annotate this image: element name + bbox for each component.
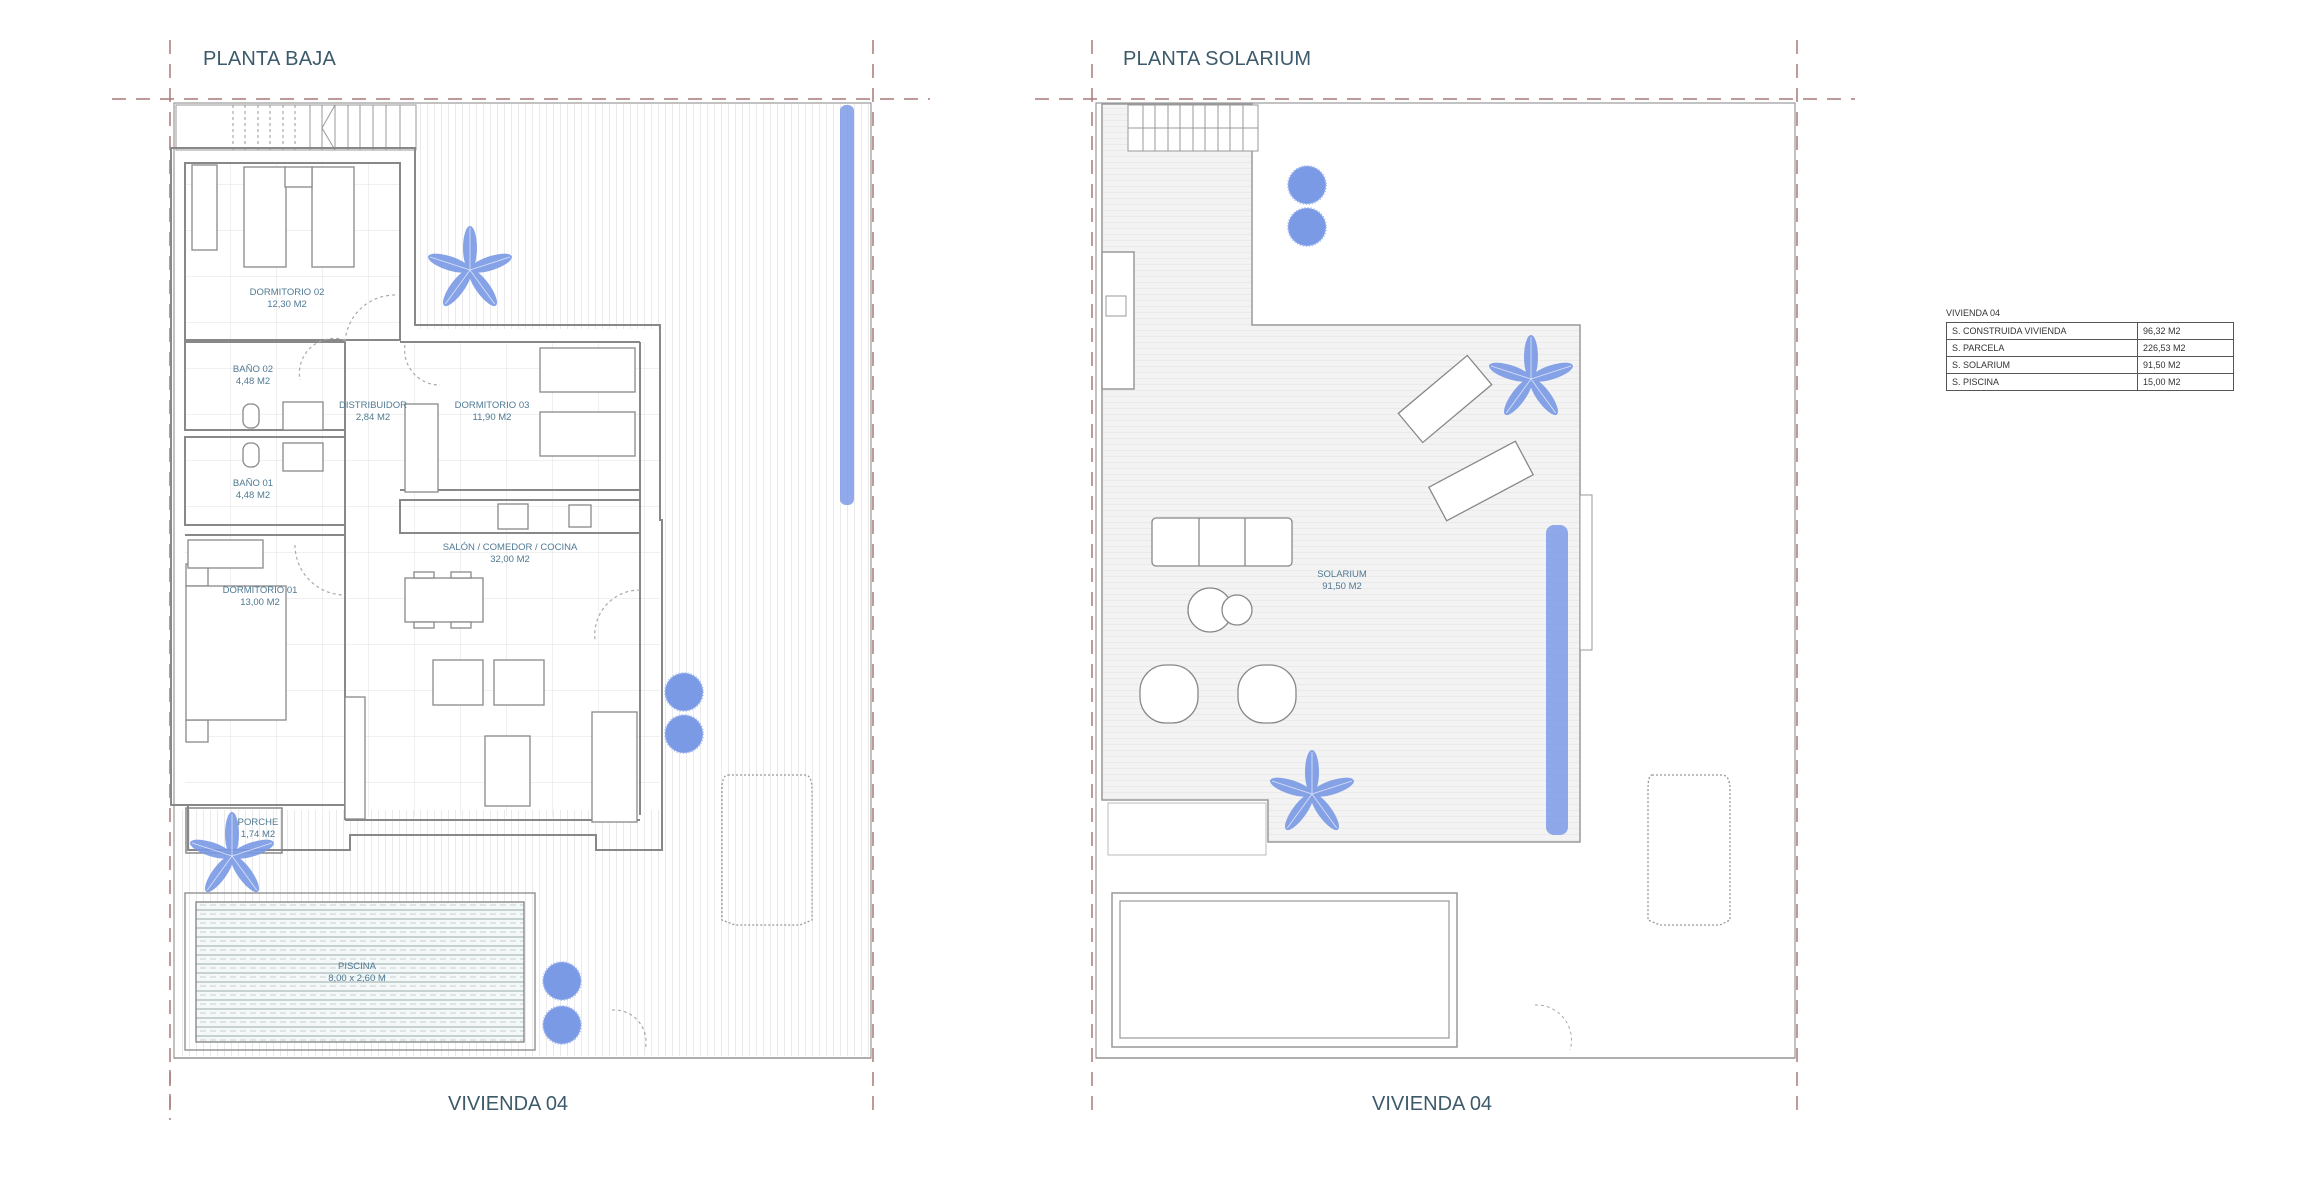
ground-floor-footer: VIVIENDA 04 bbox=[448, 1093, 569, 1115]
ground-floor-title: PLANTA BAJA bbox=[203, 48, 336, 70]
solarium-floor-footer: VIVIENDA 04 bbox=[1372, 1093, 1493, 1115]
table-row: S. SOLARIUM 91,50 M2 bbox=[1946, 356, 2234, 374]
solarium-floor-title: PLANTA SOLARIUM bbox=[1123, 48, 1312, 70]
row-label: S. PARCELA bbox=[1946, 339, 2138, 357]
svg-text:DISTRIBUIDOR: DISTRIBUIDOR bbox=[339, 400, 407, 411]
area-table-caption: VIVIENDA 04 bbox=[1946, 308, 2001, 318]
svg-text:SALÓN / COMEDOR / COCINA: SALÓN / COMEDOR / COCINA bbox=[443, 542, 578, 553]
row-value: 91,50 M2 bbox=[2137, 356, 2234, 374]
svg-text:11,90 M2: 11,90 M2 bbox=[473, 412, 512, 423]
table-row: S. PISCINA 15,00 M2 bbox=[1946, 373, 2234, 391]
svg-text:2,84 M2: 2,84 M2 bbox=[356, 412, 390, 423]
svg-text:91,50 M2: 91,50 M2 bbox=[1322, 581, 1362, 592]
svg-text:PISCINA: PISCINA bbox=[338, 961, 377, 972]
svg-text:BAÑO 01: BAÑO 01 bbox=[233, 478, 273, 489]
table-row: S. PARCELA 226,53 M2 bbox=[1946, 339, 2234, 357]
svg-text:12,30 M2: 12,30 M2 bbox=[267, 299, 307, 310]
svg-text:1,74 M2: 1,74 M2 bbox=[241, 829, 275, 840]
svg-text:32,00 M2: 32,00 M2 bbox=[490, 554, 530, 565]
row-label: S. CONSTRUIDA VIVIENDA bbox=[1946, 322, 2138, 340]
row-value: 226,53 M2 bbox=[2137, 339, 2234, 357]
ground-floor-plan: DORMITORIO 02 12,30 M2 BAÑO 02 4,48 M2 D… bbox=[112, 40, 930, 1120]
svg-text:4,48 M2: 4,48 M2 bbox=[236, 490, 270, 501]
table-row: S. CONSTRUIDA VIVIENDA 96,32 M2 bbox=[1946, 322, 2234, 340]
area-summary-table: VIVIENDA 04 S. CONSTRUIDA VIVIENDA 96,32… bbox=[1946, 308, 2234, 391]
svg-text:13,00 M2: 13,00 M2 bbox=[240, 597, 280, 608]
svg-text:SOLARIUM: SOLARIUM bbox=[1317, 569, 1367, 580]
svg-text:4,48 M2: 4,48 M2 bbox=[236, 376, 270, 387]
svg-text:BAÑO 02: BAÑO 02 bbox=[233, 364, 273, 375]
svg-text:DORMITORIO 03: DORMITORIO 03 bbox=[455, 400, 530, 411]
svg-text:DORMITORIO 01: DORMITORIO 01 bbox=[223, 585, 298, 596]
svg-text:PORCHE: PORCHE bbox=[238, 817, 279, 828]
svg-text:8,00 x 2,60 M: 8,00 x 2,60 M bbox=[328, 973, 386, 984]
solarium-floor-plan: SOLARIUM 91,50 M2 bbox=[1035, 40, 1855, 1120]
row-value: 15,00 M2 bbox=[2137, 373, 2234, 391]
row-label: S. SOLARIUM bbox=[1946, 356, 2138, 374]
label-dormitorio-02: DORMITORIO 02 bbox=[250, 287, 325, 298]
row-value: 96,32 M2 bbox=[2137, 322, 2234, 340]
row-label: S. PISCINA bbox=[1946, 373, 2138, 391]
